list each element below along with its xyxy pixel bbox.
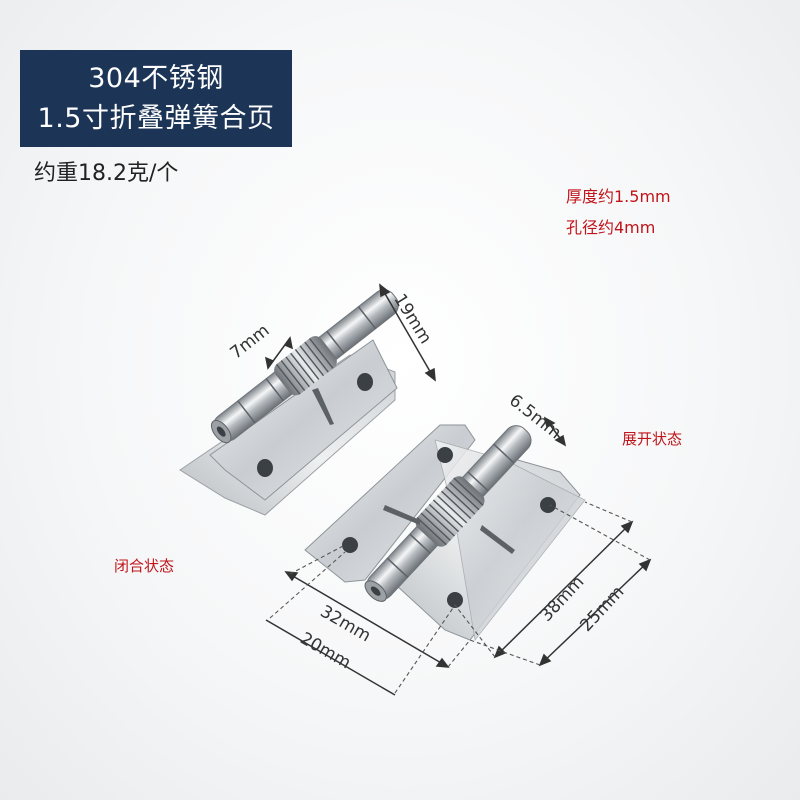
- mounting-hole: [447, 592, 463, 608]
- mounting-hole: [257, 459, 273, 477]
- title-box: 304不锈钢 1.5寸折叠弹簧合页: [20, 50, 292, 147]
- dimension-lines: [264, 283, 652, 696]
- title-material: 304不锈钢: [88, 62, 224, 94]
- closed-hinge: [179, 289, 399, 516]
- thickness-label: 厚度约1.5mm: [566, 187, 671, 206]
- weight-label: 约重18.2克/个: [34, 161, 179, 186]
- title-product: 1.5寸折叠弹簧合页: [37, 102, 275, 134]
- closed-state-label: 闭合状态: [114, 557, 175, 575]
- open-state-label: 展开状态: [622, 430, 683, 448]
- open-hinge: [304, 424, 586, 641]
- mounting-hole: [540, 497, 556, 513]
- mounting-hole: [437, 447, 453, 463]
- hole-diameter-label: 孔径约4mm: [566, 218, 656, 237]
- mounting-hole: [357, 373, 373, 391]
- mounting-hole: [342, 537, 358, 553]
